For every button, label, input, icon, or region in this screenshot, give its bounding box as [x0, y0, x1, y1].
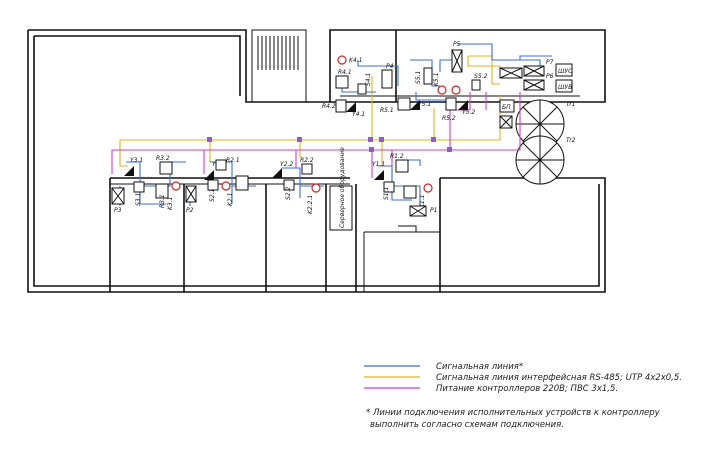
controller-s31	[133, 181, 145, 193]
svg-text:R4.2: R4.2	[322, 103, 336, 110]
svg-text:S5.1: S5.1	[415, 71, 422, 84]
legend-note-line1: * Линии подключения исполнительных устро…	[366, 408, 661, 418]
svg-text:P2: P2	[186, 207, 194, 214]
svg-text:P3: P3	[114, 207, 122, 214]
controller-s21	[207, 179, 219, 191]
svg-text:R1.2: R1.2	[390, 153, 404, 160]
room-22-devices: Y2.2 R2.2 S2.2 K2.2.1	[272, 157, 321, 214]
room-2-devices: Y2.1 R2.1 S2.1 K2.1	[204, 157, 249, 206]
room-5-devices: S5.1 K5.1 P5 S5.2 R5.1 Y5.1 R5.2 Y5.2	[380, 41, 488, 122]
svg-text:S1.1: S1.1	[383, 187, 390, 200]
sensor-k41	[337, 55, 347, 65]
svg-text:K5.1: K5.1	[433, 73, 440, 86]
room-1-devices: Y1.1 R1.2 S1.1 K1.1 P1	[372, 153, 437, 217]
room-3-devices: Y3.1 R3.2 P3 S3.1 R3.1 K3.1 P2	[111, 155, 197, 214]
svg-text:P6: P6	[546, 73, 554, 80]
junctions	[207, 137, 452, 152]
svg-text:Y5.1: Y5.1	[418, 101, 431, 108]
svg-text:S3.1: S3.1	[135, 193, 142, 206]
sensor-k51	[437, 85, 447, 95]
relay-r12	[395, 159, 409, 173]
controller-s41	[357, 83, 367, 95]
power-supply-bp	[499, 99, 515, 113]
svg-text:Серверное оборудование: Серверное оборудование	[339, 147, 346, 228]
relay-r11a	[235, 175, 249, 191]
building-walls	[27, 29, 606, 293]
svg-text:R3.1: R3.1	[159, 194, 166, 208]
svg-text:R5.1: R5.1	[380, 107, 394, 114]
svg-text:R4.1: R4.1	[338, 69, 352, 76]
controller-s11	[383, 181, 395, 193]
svg-text:P5: P5	[453, 41, 461, 48]
relay-r11	[403, 185, 417, 199]
relay-r32	[159, 161, 173, 175]
stairwell	[251, 29, 307, 103]
svg-text:R5.2: R5.2	[442, 115, 456, 122]
valve-y41	[346, 102, 356, 112]
svg-text:Y1.1: Y1.1	[372, 161, 385, 168]
power-lines	[111, 92, 521, 186]
svg-text:Y3.1: Y3.1	[130, 157, 143, 164]
svg-text:P1: P1	[430, 207, 437, 214]
controller-s22	[283, 179, 295, 191]
svg-text:K3.1: K3.1	[167, 197, 174, 210]
cabinet-shus	[555, 63, 573, 77]
legend-rs485: Сигнальная линия интерфейсная RS-485; UT…	[436, 373, 682, 383]
svg-text:R3.2: R3.2	[156, 155, 170, 162]
relay-r31	[155, 183, 169, 199]
svg-text:БП: БП	[502, 104, 511, 111]
svg-text:K4.1: K4.1	[349, 57, 362, 64]
valve-y22	[272, 168, 282, 178]
svg-text:R2.1: R2.1	[226, 157, 240, 164]
controller-s52	[471, 79, 481, 91]
svg-text:P4: P4	[386, 63, 394, 70]
cabinet-shuv	[555, 79, 573, 93]
svg-text:K1.1: K1.1	[419, 195, 426, 208]
transformers: Tr1 Tr2	[515, 99, 576, 185]
tr1-label: Tr1	[566, 101, 575, 108]
signal-lines	[119, 43, 552, 208]
legend-power: Питание контроллеров 220В; ПВС 3х1,5.	[436, 384, 618, 394]
sensor-k31	[171, 181, 181, 191]
svg-text:Y5.2: Y5.2	[462, 109, 475, 116]
svg-text:S4.1: S4.1	[365, 73, 372, 86]
room-4-devices: K4.1 R4.1 S4.1 P4 R4.2 Y4.1	[322, 55, 394, 118]
relay-r42	[335, 99, 347, 113]
relay-r41	[335, 75, 349, 89]
tr2-label: Tr2	[566, 137, 576, 144]
svg-text:Y4.1: Y4.1	[352, 111, 365, 118]
valve-y52	[458, 100, 468, 110]
valve-y11	[374, 170, 384, 180]
relay-r22	[301, 163, 313, 175]
svg-text:ШУС: ШУС	[558, 68, 573, 75]
svg-text:K2.2.1: K2.2.1	[307, 195, 314, 214]
sensor-k11	[423, 183, 433, 193]
relay-r51	[397, 97, 411, 111]
svg-text:S2.2: S2.2	[285, 186, 292, 200]
svg-text:K2.1: K2.1	[227, 193, 234, 206]
valve-y51	[410, 100, 420, 110]
svg-text:ШУВ: ШУВ	[558, 84, 572, 91]
svg-text:Y2.2: Y2.2	[280, 161, 293, 168]
server-equipment: Серверное оборудование	[329, 147, 353, 231]
equipment-cabinets: P7 P6 ШУС ШУВ БП	[499, 59, 573, 129]
relay-r52	[445, 97, 457, 111]
sensor-k22	[311, 183, 321, 193]
svg-text:R2.2: R2.2	[300, 157, 314, 164]
legend: Сигнальная линия* Сигнальная линия интер…	[364, 362, 682, 430]
controller-s51	[423, 67, 433, 85]
svg-text:P7: P7	[546, 59, 554, 66]
svg-text:S5.2: S5.2	[474, 73, 488, 80]
sensor-k21	[221, 181, 231, 191]
relay-r21	[215, 159, 227, 171]
legend-signal: Сигнальная линия*	[436, 362, 523, 372]
panel-p4	[381, 69, 393, 89]
valve-y21	[204, 170, 214, 180]
legend-note-line2: выполнить согласно схемам подключения.	[370, 420, 564, 430]
server-cabinet	[329, 185, 353, 231]
valve-y31	[124, 166, 134, 176]
sensor-p5	[451, 85, 461, 95]
svg-text:S2.1: S2.1	[209, 189, 216, 202]
